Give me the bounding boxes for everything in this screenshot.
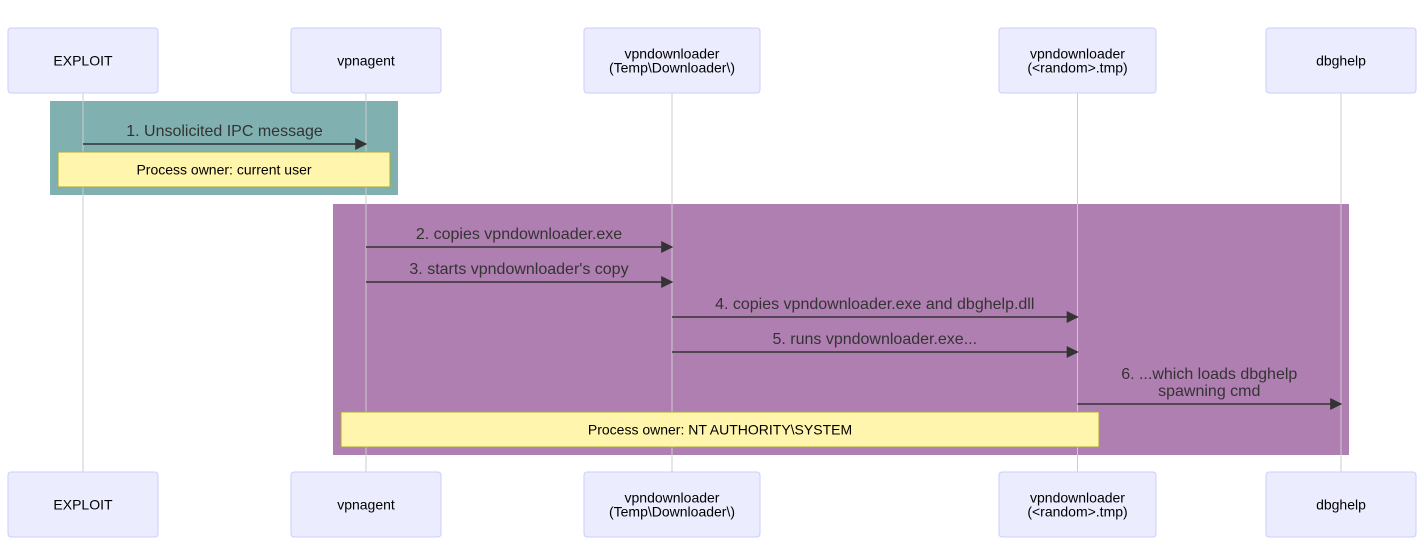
- actor-vpnagent-top: vpnagent: [290, 27, 442, 94]
- actor-label: dbghelp: [1316, 497, 1366, 513]
- actor-label: (Temp\Downloader\): [609, 60, 735, 76]
- actor-vpnagent-bottom: vpnagent: [290, 471, 442, 538]
- actor-label: vpndownloader: [1030, 46, 1125, 62]
- message-label: 4. copies vpndownloader.exe and dbghelp.…: [715, 296, 1034, 313]
- actor-box: [7, 471, 159, 538]
- message-2: 2. copies vpndownloader.exe: [366, 226, 674, 253]
- actor-label: vpnagent: [337, 497, 395, 513]
- actor-label: EXPLOIT: [53, 497, 113, 513]
- actor-downloader-temp-top: vpndownloader(Temp\Downloader\): [583, 27, 761, 94]
- note-box: [57, 151, 391, 188]
- note-text: Process owner: NT AUTHORITY\SYSTEM: [588, 422, 852, 438]
- note-1: Process owner: current user: [57, 151, 391, 188]
- actor-label: vpndownloader: [625, 490, 720, 506]
- actor-box: [998, 471, 1157, 538]
- actor-label: vpndownloader: [1030, 490, 1125, 506]
- actor-label: dbghelp: [1316, 53, 1366, 69]
- note-text: Process owner: current user: [136, 162, 311, 178]
- message-label: 6. ...which loads dbghelp: [1121, 366, 1297, 383]
- actor-exploit-top: EXPLOIT: [7, 27, 159, 94]
- actor-box: [583, 27, 761, 94]
- actor-dbghelp-top: dbghelp: [1265, 27, 1417, 94]
- actor-downloader-random-bottom: vpndownloader(<random>.tmp): [998, 471, 1157, 538]
- message-4: 4. copies vpndownloader.exe and dbghelp.…: [672, 296, 1079, 323]
- note-2: Process owner: NT AUTHORITY\SYSTEM: [340, 411, 1100, 448]
- message-label: 3. starts vpndownloader's copy: [409, 261, 628, 278]
- actor-label: (<random>.tmp): [1027, 60, 1127, 76]
- actor-label: vpnagent: [337, 53, 395, 69]
- message-label: spawning cmd: [1158, 383, 1260, 400]
- actor-label: vpndownloader: [625, 46, 720, 62]
- message-label: 5. runs vpndownloader.exe...: [772, 331, 977, 348]
- message-label: 1. Unsolicited IPC message: [126, 123, 323, 140]
- actor-box: [1265, 27, 1417, 94]
- actor-label: (<random>.tmp): [1027, 504, 1127, 520]
- actor-box: [998, 27, 1157, 94]
- actor-box: [583, 471, 761, 538]
- actor-label: EXPLOIT: [53, 53, 113, 69]
- actor-dbghelp-bottom: dbghelp: [1265, 471, 1417, 538]
- messages: 1. Unsolicited IPC message 2. copies vpnd…: [83, 123, 1343, 410]
- actor-box: [7, 27, 159, 94]
- actor-box: [290, 27, 442, 94]
- message-label: 2. copies vpndownloader.exe: [416, 226, 622, 243]
- note-box: [340, 411, 1100, 448]
- message-5: 5. runs vpndownloader.exe...: [672, 331, 1079, 358]
- actor-downloader-random-top: vpndownloader(<random>.tmp): [998, 27, 1157, 94]
- actor-exploit-bottom: EXPLOIT: [7, 471, 159, 538]
- actor-box: [1265, 471, 1417, 538]
- actor-downloader-temp-bottom: vpndownloader(Temp\Downloader\): [583, 471, 761, 538]
- actor-label: (Temp\Downloader\): [609, 504, 735, 520]
- message-3: 3. starts vpndownloader's copy: [366, 261, 674, 288]
- actor-box: [290, 471, 442, 538]
- message-1: 1. Unsolicited IPC message: [83, 123, 368, 150]
